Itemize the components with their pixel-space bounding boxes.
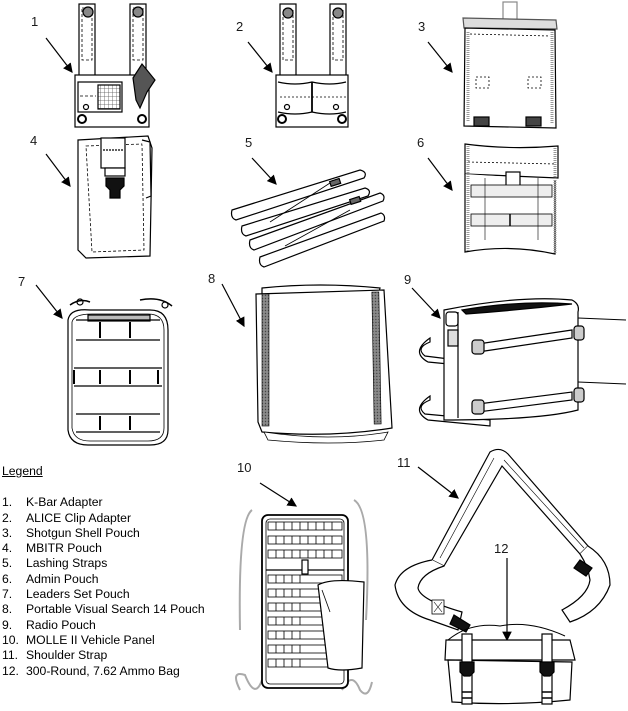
arrow-7 (35, 284, 63, 319)
legend-item-number: 5. (2, 556, 13, 571)
radio-pouch (411, 287, 627, 427)
legend-item: 6. Admin Pouch (2, 572, 205, 587)
arrow-11 (417, 466, 459, 499)
legend-item-label: Leaders Set Pouch (26, 587, 130, 602)
legend-item: 4. MBITR Pouch (2, 541, 205, 556)
legend-item: 1. K-Bar Adapter (2, 495, 205, 510)
legend-item-label: Lashing Straps (26, 556, 108, 571)
callout-4: 4 (30, 133, 38, 148)
legend-item-number: 11. (2, 648, 19, 663)
legend-item: 7. Leaders Set Pouch (2, 587, 205, 602)
legend-item-number: 3. (2, 525, 13, 540)
legend-item: 2. ALICE Clip Adapter (2, 511, 205, 526)
callout-6: 6 (417, 135, 425, 150)
pvs14-pouch (221, 283, 393, 444)
legend-item-number: 7. (2, 587, 13, 602)
admin-pouch (427, 143, 559, 255)
callout-12: 12 (494, 541, 509, 556)
legend-item-label: Radio Pouch (26, 617, 96, 632)
ammo-bag-300-round (444, 558, 576, 705)
legend-item-number: 10. (2, 632, 19, 647)
callout-2: 2 (236, 19, 244, 34)
k-bar-adapter (45, 3, 156, 128)
leaders-set-pouch (35, 284, 173, 446)
arrow-6 (427, 157, 453, 191)
molle-ii-vehicle-panel (235, 482, 373, 695)
arrow-2 (247, 41, 273, 73)
legend-item-label: MBITR Pouch (26, 541, 102, 556)
legend-list: 1. K-Bar Adapter 2. ALICE Clip Adapter 3. S… (2, 495, 205, 679)
shoulder-strap (394, 448, 611, 633)
legend-item-label: Admin Pouch (26, 571, 99, 586)
legend-item-label: 300-Round, 7.62 Ammo Bag (26, 663, 180, 678)
legend-item-label: K-Bar Adapter (26, 495, 103, 510)
legend-item-label: Shotgun Shell Pouch (26, 525, 140, 540)
legend-item: 8. Portable Visual Search 14 Pouch (2, 602, 205, 617)
legend-item-label: MOLLE II Vehicle Panel (26, 632, 155, 647)
lashing-straps (230, 157, 386, 268)
legend-item-label: ALICE Clip Adapter (26, 510, 132, 525)
legend-item-number: 4. (2, 541, 13, 556)
legend-item-label: Portable Visual Search 14 Pouch (26, 602, 205, 617)
legend-item: 5. Lashing Straps (2, 556, 205, 571)
callout-11: 11 (397, 455, 411, 470)
legend-title: Legend (2, 464, 43, 478)
legend-item: 10. MOLLE II Vehicle Panel (2, 633, 205, 648)
legend-item-number: 12. (2, 663, 19, 678)
legend: Legend 1. K-Bar Adapter 2. ALICE Clip Adap… (2, 464, 205, 679)
arrow-8 (221, 283, 245, 328)
callout-3: 3 (418, 19, 426, 34)
legend-item-number: 9. (2, 617, 13, 632)
legend-item: 11. Shoulder Strap (2, 648, 205, 663)
arrow-9 (411, 287, 441, 319)
legend-item-number: 1. (2, 495, 13, 510)
legend-item: 3. Shotgun Shell Pouch (2, 526, 205, 541)
arrow-3 (427, 41, 453, 73)
arrow-4 (45, 153, 71, 187)
callout-10: 10 (237, 460, 252, 475)
legend-item: 9. Radio Pouch (2, 618, 205, 633)
shotgun-shell-pouch (427, 1, 558, 129)
arrow-1 (45, 37, 73, 73)
legend-item-number: 8. (2, 602, 13, 617)
arrow-5 (251, 157, 277, 185)
callout-8: 8 (208, 271, 216, 286)
callout-5: 5 (245, 135, 253, 150)
legend-item-label: Shoulder Strap (26, 648, 108, 663)
mbitr-pouch (45, 135, 153, 259)
legend-item: 12. 300-Round, 7.62 Ammo Bag (2, 664, 205, 679)
callout-1: 1 (31, 14, 39, 29)
callout-9: 9 (404, 272, 412, 287)
arrow-10 (259, 482, 298, 507)
alice-clip-adapter (247, 3, 349, 128)
callout-7: 7 (18, 274, 26, 289)
legend-item-number: 2. (2, 510, 13, 525)
legend-item-number: 6. (2, 571, 13, 586)
